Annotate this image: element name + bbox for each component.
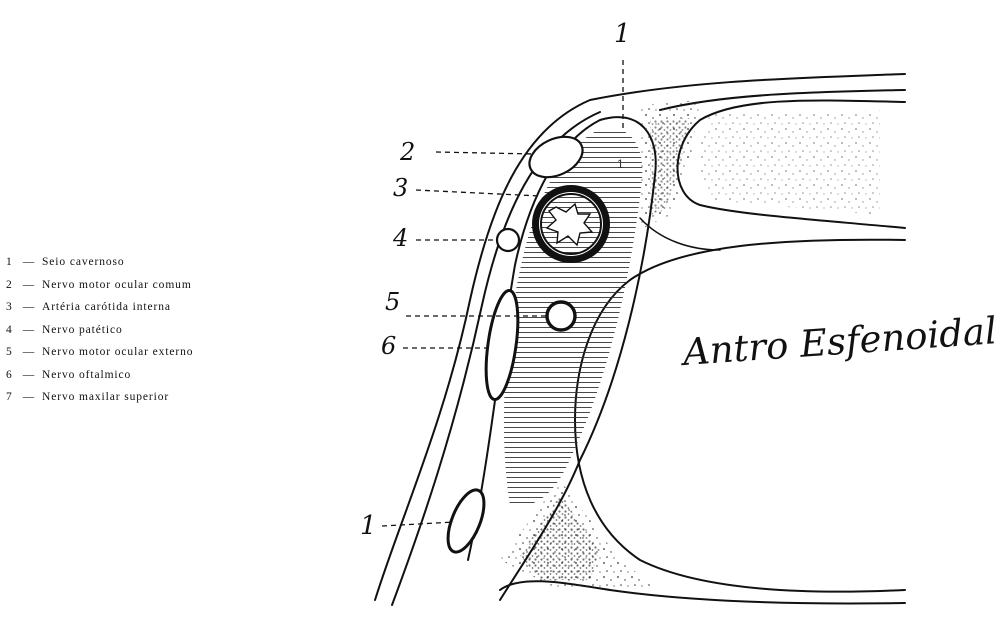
callout-6: 6 bbox=[381, 332, 396, 360]
callout-5: 5 bbox=[385, 288, 400, 316]
bone-stipple-right bbox=[699, 110, 880, 215]
callout-4: 4 bbox=[392, 224, 408, 252]
nerve-4-trochlear bbox=[497, 229, 519, 251]
callout-3: 3 bbox=[393, 174, 408, 202]
sinus-floor-curve bbox=[575, 240, 905, 592]
callout-1-top: 1 bbox=[614, 19, 631, 49]
leader-line-1-bottom bbox=[382, 522, 454, 526]
callout-2: 2 bbox=[399, 138, 415, 166]
leader-line-2 bbox=[436, 152, 534, 154]
inner-sinus-label: 1 bbox=[617, 157, 624, 171]
nerve-5-abducens bbox=[547, 302, 575, 330]
nerve-7-maxillary bbox=[441, 485, 492, 557]
callout-1-bottom: 1 bbox=[360, 511, 377, 541]
bone-dense-lower bbox=[520, 495, 600, 580]
region-label-sphenoid-sinus: Antro Esfenoidal bbox=[679, 309, 996, 374]
